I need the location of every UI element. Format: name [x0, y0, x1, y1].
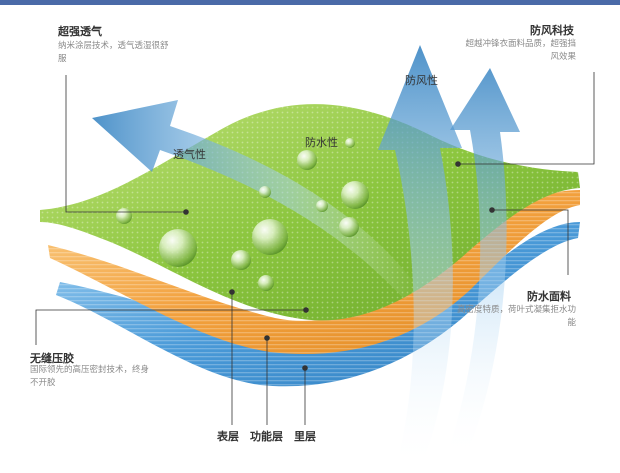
- callout-breathable-title: 超强透气: [58, 25, 102, 38]
- leader-dot: [229, 289, 235, 295]
- layer-label-function: 功能层: [250, 430, 283, 443]
- water-droplet: [316, 200, 328, 212]
- windproof-arrow-large: [378, 45, 462, 470]
- leader-dot: [264, 335, 270, 341]
- leader-lines: [35, 72, 595, 425]
- water-droplet: [252, 219, 288, 255]
- callout-breathable-desc: 纳米涂层技术，透气透湿很舒服: [58, 41, 169, 64]
- water-droplet: [259, 186, 271, 198]
- water-droplet: [116, 208, 132, 224]
- leader-dot: [183, 209, 189, 215]
- callout-waterproof-fabric-desc: 高密度特质，荷叶式凝集拒水功能: [456, 305, 576, 328]
- water-droplet: [341, 181, 369, 209]
- breathability-arrow: [92, 100, 420, 300]
- callout-windproof-tech-title: 防风科技: [530, 24, 574, 37]
- water-droplet: [159, 229, 197, 267]
- water-droplet: [339, 217, 359, 237]
- leader-dot: [303, 307, 309, 313]
- water-droplet: [345, 138, 355, 148]
- water-droplet: [231, 250, 251, 270]
- callout-waterproof-fabric-title: 防水面料: [527, 290, 571, 303]
- arrow-label-waterproof: 防水性: [305, 136, 338, 149]
- leader-dot: [489, 207, 495, 213]
- leader-dot: [302, 365, 308, 371]
- function-layer: [48, 190, 580, 355]
- water-droplet: [297, 150, 317, 170]
- leader-windproof-tech: [458, 72, 595, 165]
- layer-label-inner: 里层: [294, 430, 316, 443]
- leader-waterproof-fabric: [492, 209, 569, 275]
- callout-seamless-desc: 国际领先的高压密封技术，终身不开胶: [30, 365, 150, 388]
- inner-layer: [56, 222, 580, 387]
- leader-dots: [183, 161, 495, 371]
- water-droplet: [258, 275, 274, 291]
- callout-windproof-tech-desc: 超越冲锋衣面料品质，超强挡风效果: [465, 39, 576, 62]
- layer-label-surface: 表层: [217, 430, 239, 443]
- callout-seamless-title: 无缝压胶: [30, 352, 74, 365]
- leader-dot: [455, 161, 461, 167]
- arrow-label-windproof: 防风性: [405, 74, 438, 87]
- leader-breathable: [65, 75, 186, 213]
- arrow-label-breathability: 透气性: [173, 148, 206, 161]
- top-accent-bar: [0, 0, 620, 5]
- leader-seamless: [35, 309, 306, 345]
- windproof-arrow-small: [445, 68, 520, 460]
